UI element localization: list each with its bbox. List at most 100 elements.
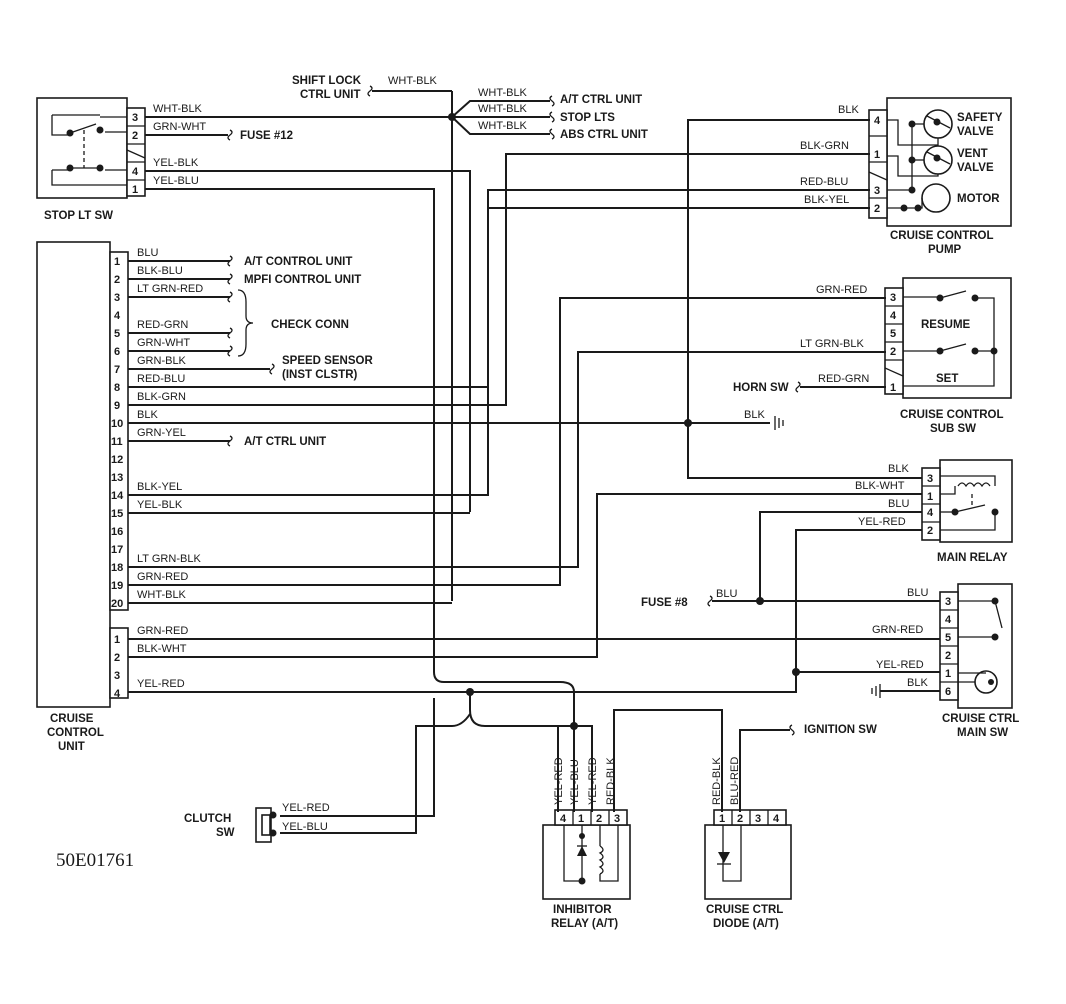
ccu-pin-13: 13 bbox=[111, 472, 123, 484]
relay-wire-blu: BLU bbox=[888, 498, 909, 510]
at-control-unit-label: A/T CONTROL UNIT bbox=[244, 256, 352, 268]
sub-wire-lt-grn-blk: LT GRN-BLK bbox=[800, 338, 864, 350]
sub-sw-label-2: SUB SW bbox=[930, 423, 976, 435]
motor-label: MOTOR bbox=[957, 193, 1000, 205]
ground-blk-label: BLK bbox=[744, 409, 765, 421]
at-wire: WHT-BLK bbox=[478, 87, 528, 99]
ccu-wire-b4: YEL-RED bbox=[137, 678, 185, 690]
stop-lts-wire: WHT-BLK bbox=[478, 103, 528, 115]
mainsw-pin-6: 6 bbox=[945, 686, 951, 698]
sub-sw-label-1: CRUISE CONTROL bbox=[900, 409, 1004, 421]
stop-lt-sw-label: STOP LT SW bbox=[44, 210, 113, 222]
ccu-pin-19: 19 bbox=[111, 580, 123, 592]
set-label: SET bbox=[936, 373, 958, 385]
inh-wire-yel-red-1: YEL-RED bbox=[553, 757, 565, 805]
splices bbox=[448, 113, 800, 730]
vent-valve-label-1: VENT bbox=[957, 148, 988, 160]
stop-pin-2: 2 bbox=[132, 130, 138, 142]
pump-pin-4: 4 bbox=[874, 115, 881, 127]
mainsw-wire-yel-red: YEL-RED bbox=[876, 659, 924, 671]
stop-pin-1: 1 bbox=[132, 184, 138, 196]
pump-pin-3: 3 bbox=[874, 185, 880, 197]
ccu-pin-4: 4 bbox=[114, 310, 121, 322]
sub-wire-red-grn: RED-GRN bbox=[818, 373, 869, 385]
mainsw-pin-3: 3 bbox=[945, 596, 951, 608]
pump-pin-2: 2 bbox=[874, 203, 880, 215]
stop-pin-4: 4 bbox=[132, 166, 139, 178]
ccu-pin-3: 3 bbox=[114, 292, 120, 304]
ccu-b-pin-3: 3 bbox=[114, 670, 120, 682]
relay-pin-1: 1 bbox=[927, 491, 933, 503]
main-sw-label-2: MAIN SW bbox=[957, 727, 1008, 739]
stop-wire-yel-blu: YEL-BLU bbox=[153, 175, 199, 187]
stop-pin-3: 3 bbox=[132, 112, 138, 124]
stop-wire-wht-blk: WHT-BLK bbox=[153, 103, 203, 115]
ccu-wire-1: BLU bbox=[137, 247, 158, 259]
fuse-8-wire: BLU bbox=[716, 588, 737, 600]
ccu-wire-20: WHT-BLK bbox=[137, 589, 187, 601]
ccu-wire-b2: BLK-WHT bbox=[137, 643, 187, 655]
inh-pin-2: 2 bbox=[596, 813, 602, 825]
ccu-wire-b1: GRN-RED bbox=[137, 625, 188, 637]
ccu-label-1: CRUISE bbox=[50, 713, 94, 725]
at-ctrl-unit-label: A/T CTRL UNIT bbox=[560, 94, 642, 106]
ccu-wire-3: LT GRN-RED bbox=[137, 283, 203, 295]
mainsw-pin-2: 2 bbox=[945, 650, 951, 662]
sub-pin-5: 5 bbox=[890, 328, 896, 340]
ccu-wire-9: BLK-GRN bbox=[137, 391, 186, 403]
ccu-wire-14: BLK-YEL bbox=[137, 481, 182, 493]
shift-lock-label-2: CTRL UNIT bbox=[300, 89, 360, 101]
ccu-wire-18: LT GRN-BLK bbox=[137, 553, 201, 565]
relay-pin-4: 4 bbox=[927, 507, 934, 519]
mainsw-pin-1: 1 bbox=[945, 668, 951, 680]
ccu-pin-12: 12 bbox=[111, 454, 123, 466]
ccu-b-pin-2: 2 bbox=[114, 652, 120, 664]
sub-pin-2: 2 bbox=[890, 346, 896, 358]
ccu-b-pin-4: 4 bbox=[114, 688, 121, 700]
ccu-pin-17: 17 bbox=[111, 544, 123, 556]
mainsw-pin-5: 5 bbox=[945, 632, 951, 644]
relay-wire-blk: BLK bbox=[888, 463, 909, 475]
stop-lts-label: STOP LTS bbox=[560, 112, 615, 124]
pump-wire-blk-yel: BLK-YEL bbox=[804, 194, 849, 206]
speed-sensor-label-1: SPEED SENSOR bbox=[282, 355, 373, 367]
diode-pin-4: 4 bbox=[773, 813, 780, 825]
ccu-pin-15: 15 bbox=[111, 508, 123, 520]
main-sw-label-1: CRUISE CTRL bbox=[942, 713, 1019, 725]
inhibitor-label-1: INHIBITOR bbox=[553, 904, 612, 916]
clutch-label-1: CLUTCH bbox=[184, 813, 231, 825]
cruise-ctrl-main-sw bbox=[939, 583, 1013, 709]
sub-wire-grn-red: GRN-RED bbox=[816, 284, 867, 296]
stop-wire-grn-wht: GRN-WHT bbox=[153, 121, 206, 133]
ccu-pin-14: 14 bbox=[111, 490, 124, 502]
sub-pin-3: 3 bbox=[890, 292, 896, 304]
relay-wire-blk-wht: BLK-WHT bbox=[855, 480, 905, 492]
speed-sensor-label-2: (INST CLSTR) bbox=[282, 369, 358, 381]
ccu-wire-15: YEL-BLK bbox=[137, 499, 183, 511]
shift-lock-label-1: SHIFT LOCK bbox=[292, 75, 362, 87]
labels: STOP LT SW 3 2 4 1 WHT-BLK GRN-WHT YEL-B… bbox=[44, 75, 1019, 930]
pump-label-2: PUMP bbox=[928, 244, 962, 256]
ccu-wire-2: BLK-BLU bbox=[137, 265, 183, 277]
ccu-pin-16: 16 bbox=[111, 526, 123, 538]
cruise-ctrl-diode bbox=[704, 809, 792, 900]
diode-pin-1: 1 bbox=[719, 813, 725, 825]
at-ctrl-unit-11-label: A/T CTRL UNIT bbox=[244, 436, 326, 448]
ccu-wire-5: RED-GRN bbox=[137, 319, 188, 331]
pump-wire-red-blu: RED-BLU bbox=[800, 176, 848, 188]
shift-lock-wire: WHT-BLK bbox=[388, 75, 438, 87]
pump-wire-blk-grn: BLK-GRN bbox=[800, 140, 849, 152]
ccu-pin-18: 18 bbox=[111, 562, 123, 574]
relay-pin-2: 2 bbox=[927, 525, 933, 537]
safety-valve-label-2: VALVE bbox=[957, 126, 994, 138]
ccu-wire-7: GRN-BLK bbox=[137, 355, 187, 367]
pump-wire-blk: BLK bbox=[838, 104, 859, 116]
mpfi-control-unit-label: MPFI CONTROL UNIT bbox=[244, 274, 361, 286]
clutch-wire-yel-blu: YEL-BLU bbox=[282, 821, 328, 833]
stop-lt-sw bbox=[36, 97, 146, 199]
resume-label: RESUME bbox=[921, 319, 971, 331]
diode-wire-blu-red: BLU-RED bbox=[729, 757, 741, 805]
ccu-pin-7: 7 bbox=[114, 364, 120, 376]
clutch-sw bbox=[255, 807, 277, 843]
ccu-wire-19: GRN-RED bbox=[137, 571, 188, 583]
